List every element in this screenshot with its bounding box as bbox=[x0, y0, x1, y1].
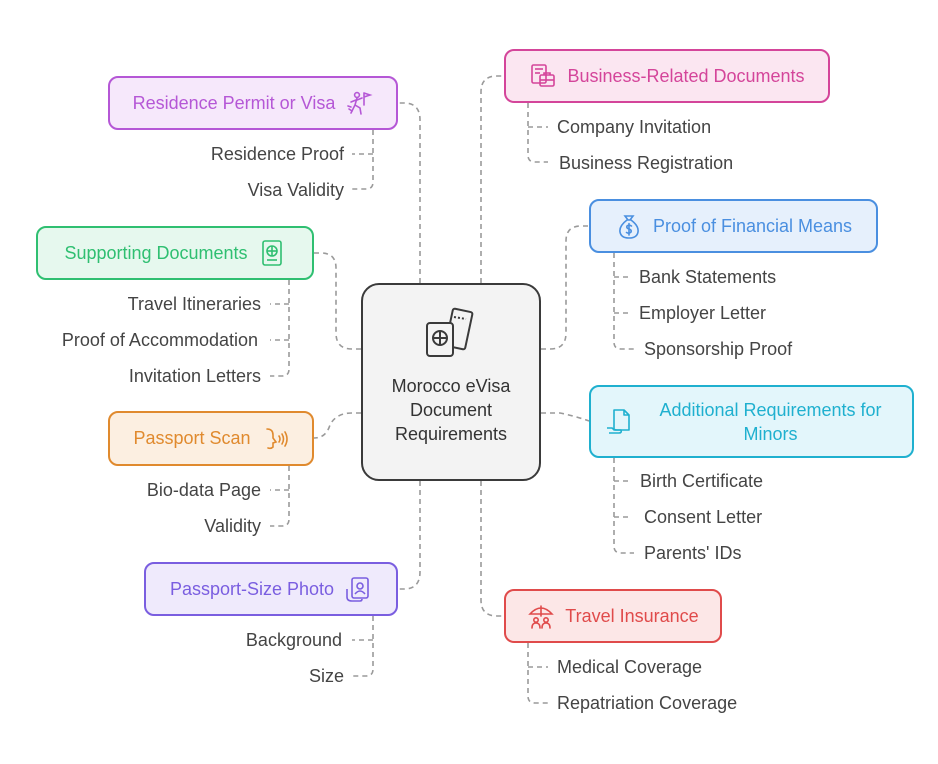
node-label: Supporting Documents bbox=[64, 242, 248, 263]
node-label: Additional Requirements for Minors bbox=[659, 399, 882, 444]
money-bag-icon bbox=[615, 212, 643, 240]
node-passport-scan: Passport Scan bbox=[108, 411, 314, 466]
passport-ticket-icon bbox=[423, 307, 479, 364]
umbrella-family-icon bbox=[527, 602, 555, 630]
financial-item: Employer Letter bbox=[639, 303, 767, 323]
node-supporting-documents: Supporting Documents bbox=[36, 226, 314, 280]
documents-briefcase-icon bbox=[529, 62, 557, 90]
supporting-item: Invitation Letters bbox=[128, 366, 261, 386]
node-label: Travel Insurance bbox=[565, 605, 699, 626]
node-label: Proof of Financial Means bbox=[652, 215, 853, 236]
financial-item: Sponsorship Proof bbox=[644, 339, 793, 359]
minors-item: Birth Certificate bbox=[640, 471, 764, 491]
node-label: Residence Permit or Visa bbox=[132, 92, 336, 113]
document-hand-icon bbox=[605, 408, 633, 436]
passport-scan-item: Validity bbox=[204, 516, 261, 536]
residence-item: Residence Proof bbox=[210, 144, 344, 164]
residence-item: Visa Validity bbox=[247, 180, 344, 200]
photo-item: Size bbox=[308, 666, 344, 686]
node-business-documents: Business-Related Documents bbox=[504, 49, 830, 103]
photo-item: Background bbox=[245, 630, 342, 650]
node-minors-requirements: Additional Requirements for Minors bbox=[589, 385, 914, 458]
node-label: Business-Related Documents bbox=[567, 65, 805, 86]
supporting-item: Travel Itineraries bbox=[127, 294, 261, 314]
node-passport-size-photo: Passport-Size Photo bbox=[144, 562, 398, 616]
insurance-item: Medical Coverage bbox=[557, 657, 703, 677]
insurance-item: Repatriation Coverage bbox=[557, 693, 738, 713]
node-travel-insurance: Travel Insurance bbox=[504, 589, 722, 643]
photo-id-icon bbox=[344, 575, 372, 603]
passport-scan-item: Bio-data Page bbox=[146, 480, 261, 500]
scan-face-icon bbox=[261, 425, 289, 453]
node-residence-permit: Residence Permit or Visa bbox=[108, 76, 398, 130]
minors-item: Consent Letter bbox=[644, 507, 763, 527]
minors-item: Parents' IDs bbox=[644, 543, 742, 563]
center-title: Morocco eVisa Document Requirements bbox=[391, 376, 511, 444]
node-financial-means: Proof of Financial Means bbox=[589, 199, 878, 253]
supporting-item: Proof of Accommodation bbox=[61, 330, 258, 350]
node-label: Passport Scan bbox=[133, 428, 251, 448]
business-item: Company Invitation bbox=[557, 117, 712, 137]
person-flag-icon bbox=[345, 89, 373, 117]
passport-icon bbox=[258, 239, 286, 267]
financial-item: Bank Statements bbox=[639, 267, 777, 287]
node-label: Passport-Size Photo bbox=[169, 578, 335, 599]
center-node: Morocco eVisa Document Requirements bbox=[361, 283, 541, 481]
business-item: Business Registration bbox=[559, 153, 734, 173]
